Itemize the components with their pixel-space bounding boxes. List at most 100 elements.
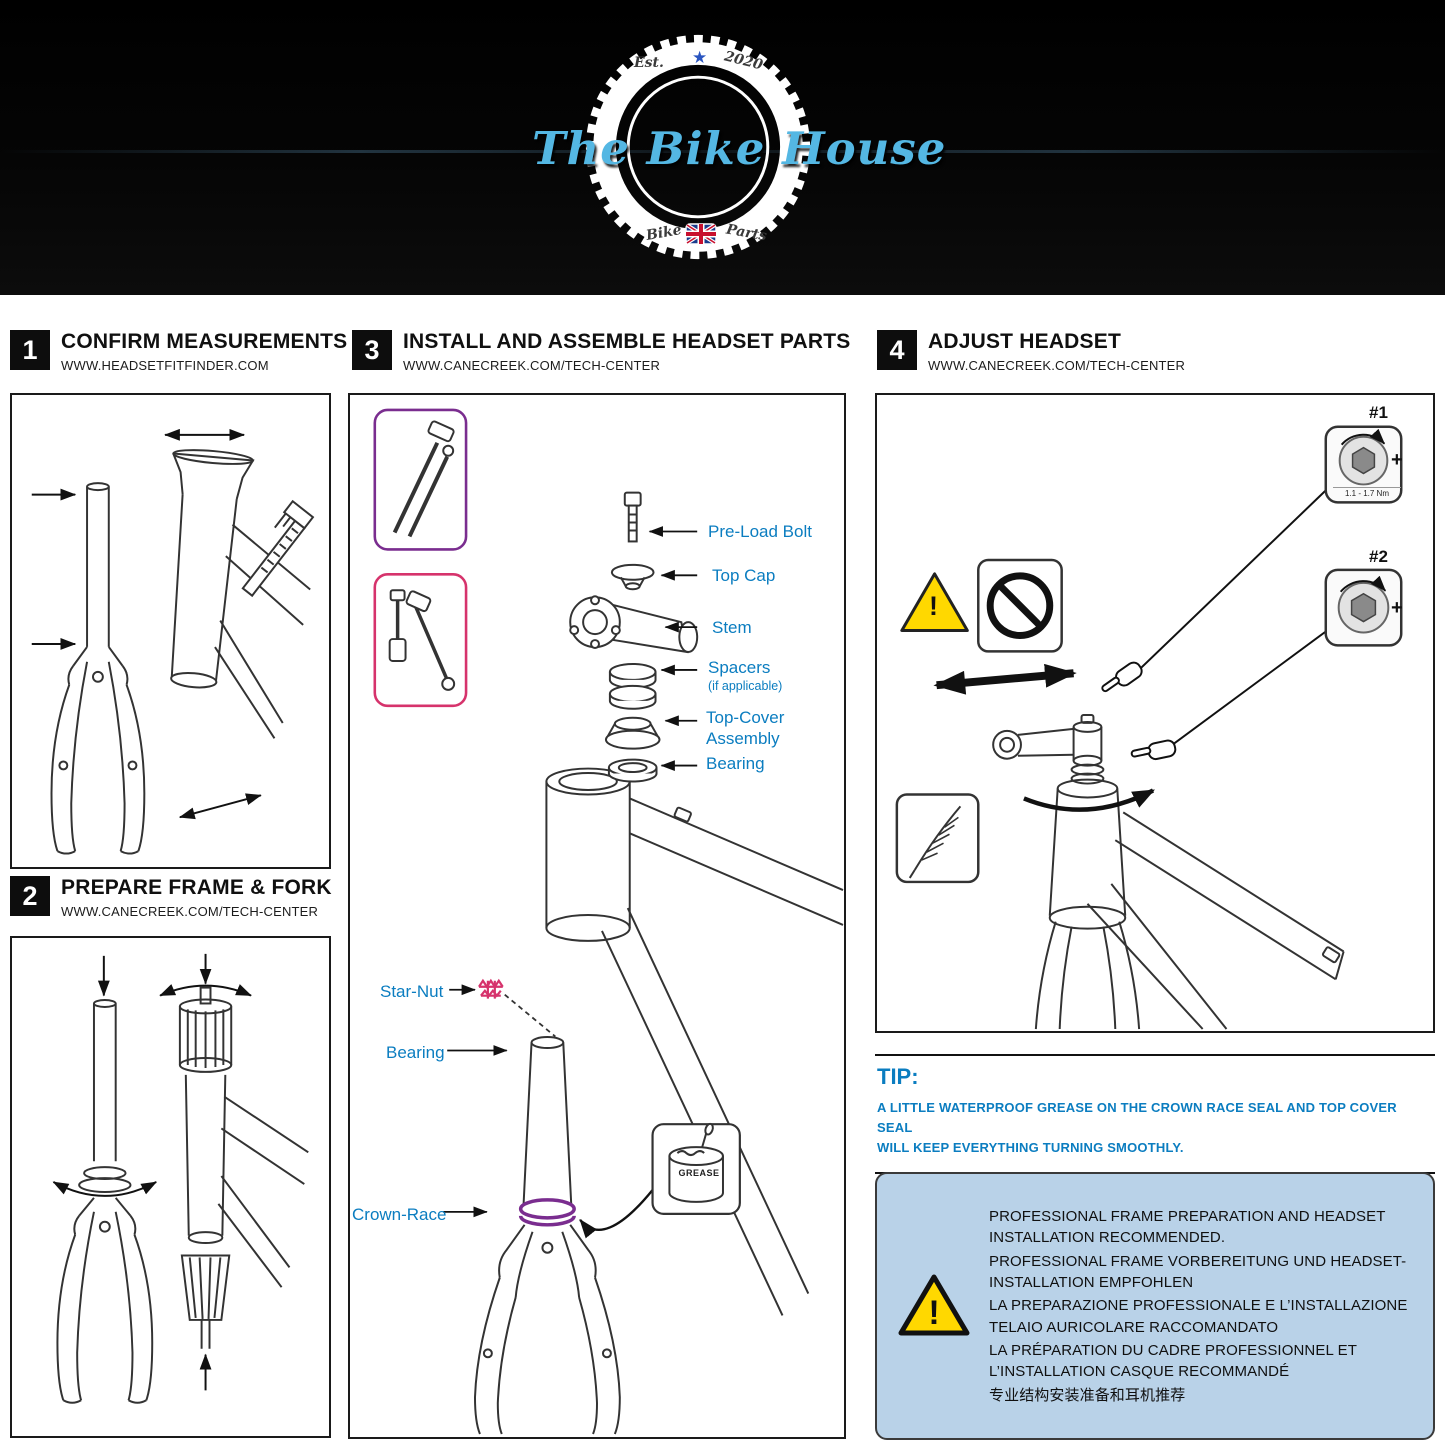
tool-1-label: #1: [1369, 403, 1388, 422]
measure-arrows-right: [164, 428, 262, 820]
section-3-header: 3 INSTALL AND ASSEMBLE HEADSET PARTS WWW…: [352, 330, 850, 373]
hex-tool-2-icon: [1324, 568, 1403, 647]
logo-est-text: Est.: [634, 55, 664, 71]
section-2-url: WWW.CANECREEK.COM/TECH-CENTER: [61, 904, 319, 920]
section-4-header: 4 ADJUST HEADSET WWW.CANECREEK.COM/TECH-…: [877, 330, 1185, 373]
top-cover-label-line1: Top-Cover: [706, 708, 785, 727]
prepare-diagram: [52, 953, 309, 1404]
notice-line-de: PROFESSIONAL FRAME VORBEREITUNG UND HEAD…: [989, 1252, 1407, 1292]
warning-exclamation: !: [929, 591, 938, 621]
frame-drawing: [545, 767, 844, 1316]
fork-drawing-2: [56, 999, 154, 1404]
warning-triangle-icon: !: [898, 1274, 970, 1336]
banner-streak: [0, 150, 1445, 153]
spacers-drawing: [608, 662, 657, 710]
prepare-frame-fork-panel: [10, 936, 331, 1438]
section-1-number: 1: [10, 330, 50, 370]
pointing-hand-icon: [1101, 661, 1143, 693]
crown-race-label: Crown-Race: [352, 1205, 447, 1224]
star-nut-tool-box: [373, 408, 468, 551]
grease-label: GREASE: [678, 1168, 720, 1178]
measure-arrows-left: [31, 488, 77, 650]
section-2-number: 2: [10, 876, 50, 916]
notice-box: ! PROFESSIONAL FRAME PREPARATION AND HEA…: [875, 1172, 1435, 1440]
label-arrows: [443, 526, 698, 1218]
hex-tool-1-icon: [1324, 425, 1403, 504]
section-1-url: WWW.HEADSETFITFINDER.COM: [61, 358, 269, 374]
grease-can-icon: [651, 1122, 741, 1215]
logo-title: The Bike House: [532, 122, 947, 175]
measurement-diagram: [31, 428, 315, 855]
section-4-url: WWW.CANECREEK.COM/TECH-CENTER: [928, 358, 1186, 374]
notice-line-fr: LA PRÉPARATION DU CADRE PROFESSIONNEL ET…: [989, 1341, 1357, 1381]
notice-line-en: PROFESSIONAL FRAME PREPARATION AND HEADS…: [989, 1208, 1386, 1247]
reamer-tool-icon: [180, 1254, 231, 1349]
notice-text: PROFESSIONAL FRAME PREPARATION AND HEADS…: [989, 1204, 1415, 1408]
uk-flag-icon: [685, 223, 717, 245]
top-cap-drawing: [610, 563, 655, 591]
section-2-header: 2 PREPARE FRAME & FORK WWW.CANECREEK.COM…: [10, 876, 332, 919]
tighten-plus-1: +: [1391, 449, 1403, 471]
section-1-title: CONFIRM MEASUREMENTS: [61, 330, 348, 353]
crown-race-drawing: [518, 1198, 576, 1227]
fork-steerer-drawing: [522, 1036, 573, 1204]
top-cover-drawing: [604, 716, 661, 750]
fork-drawing: [50, 482, 146, 855]
stem-adjust-drawing: [992, 713, 1345, 1030]
notice-line-it: LA PREPARAZIONE PROFESSIONALE E L’INSTAL…: [989, 1297, 1408, 1336]
star-nut-label: Star-Nut: [380, 982, 444, 1001]
bearing-lower-label: Bearing: [386, 1043, 445, 1062]
tip-line-2: WILL KEEP EVERYTHING TURNING SMOOTHLY.: [877, 1140, 1184, 1156]
preload-bolt-drawing: [623, 491, 642, 543]
star-icon: ★: [692, 48, 708, 67]
rotate-arrows-left: [52, 1181, 158, 1197]
exploded-assembly-diagram: [373, 408, 844, 1435]
section-3-title: INSTALL AND ASSEMBLE HEADSET PARTS: [403, 330, 851, 353]
warning-triangle-icon: [900, 572, 969, 633]
notice-line-zh: 专业结构安装准备和耳机推荐: [989, 1386, 1186, 1404]
stem-label: Stem: [712, 618, 752, 637]
bike-house-logo: Est. ★ 2020 The Bike House Bike Parts: [532, 26, 947, 272]
section-4-number: 4: [877, 330, 917, 370]
insertion-dashed-line: [504, 994, 556, 1038]
section-3-url: WWW.CANECREEK.COM/TECH-CENTER: [403, 358, 661, 374]
tip-section: TIP: A LITTLE WATERPROOF GREASE ON THE C…: [875, 1054, 1435, 1175]
caliper-icon: [241, 499, 315, 598]
tool-2-label: #2: [1369, 547, 1388, 566]
bearing-upper-drawing: [607, 758, 658, 783]
head-tube-drawing: [170, 449, 311, 739]
top-cover-label-line2: Assembly: [706, 729, 780, 748]
section-4-title: ADJUST HEADSET: [928, 330, 1121, 353]
header-banner: Est. ★ 2020 The Bike House Bike Parts: [0, 0, 1445, 295]
torque-value: 1.1 - 1.7 Nm: [1333, 487, 1401, 498]
section-1-header: 1 CONFIRM MEASUREMENTS WWW.HEADSETFITFIN…: [10, 330, 347, 373]
tip-line-1: A LITTLE WATERPROOF GREASE ON THE CROWN …: [877, 1100, 1397, 1136]
top-cap-label: Top Cap: [712, 566, 776, 585]
rotate-adjust-arrow: [1023, 788, 1156, 812]
section-3-number: 3: [352, 330, 392, 370]
section-2-title: PREPARE FRAME & FORK: [61, 876, 332, 899]
pointing-hand-icon: [1130, 739, 1177, 761]
rotate-arrow-tool: [159, 984, 252, 997]
facing-tool-icon: [178, 986, 233, 1073]
fork-crown-legs-drawing: [473, 1224, 621, 1435]
side-to-side-arrow: [933, 663, 1077, 695]
grease-arrow: [579, 1189, 654, 1239]
confirm-measurements-panel: [10, 393, 331, 869]
star-nut-drawing: [478, 978, 504, 999]
adjust-headset-panel: #1 #2 + + 1.1 - 1.7 Nm !: [875, 393, 1435, 1033]
bearing-upper-label: Bearing: [706, 754, 765, 773]
stem-drawing: [569, 595, 699, 654]
notice-exclamation: !: [928, 1294, 939, 1332]
tighten-plus-2: +: [1391, 597, 1403, 619]
spacers-note-label: (if applicable): [708, 679, 783, 693]
install-assemble-panel: Pre-Load Bolt Top Cap Stem Spacers (if a…: [348, 393, 846, 1439]
feather-icon: [895, 793, 980, 884]
head-tube-drawing-2: [184, 1074, 309, 1288]
tool-leader-lines: [1126, 489, 1327, 750]
no-entry-icon: [977, 558, 1063, 653]
preload-bolt-label: Pre-Load Bolt: [708, 522, 812, 541]
spacers-label: Spacers: [708, 658, 771, 677]
adjust-diagram: [895, 425, 1403, 1030]
